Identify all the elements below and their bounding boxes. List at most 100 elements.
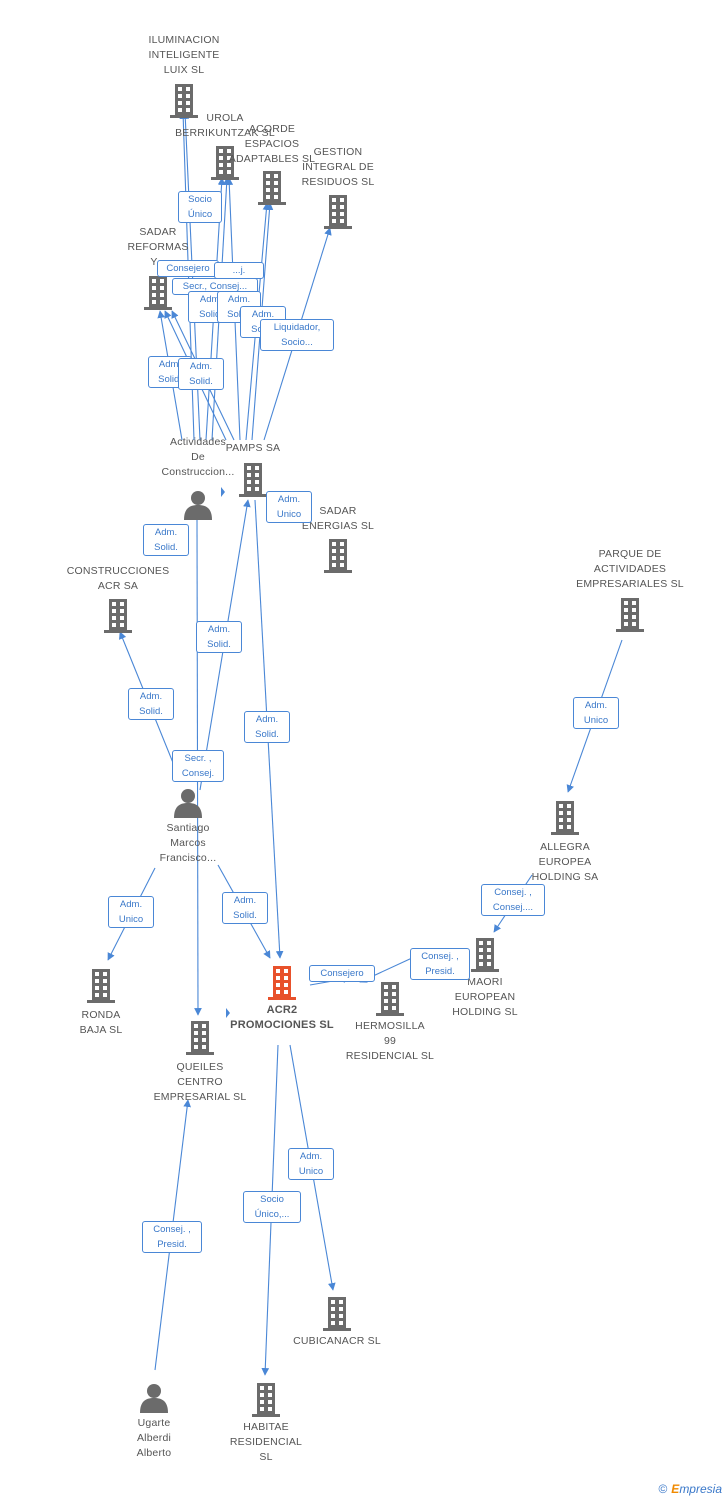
node-label-line: BERRIKUNTZAK SL	[175, 127, 275, 139]
relation-label-line: Solid.	[207, 639, 231, 650]
company-icon[interactable]	[323, 1297, 351, 1331]
nodes-layer	[87, 84, 644, 1417]
company-icon[interactable]	[104, 599, 132, 633]
node-label-line: UROLA	[206, 112, 244, 124]
relation-label-line: Adm.	[199, 294, 223, 305]
relation-label[interactable]: Adm.Solid.	[178, 358, 224, 390]
node-label-line: EUROPEAN	[454, 991, 516, 1003]
relation-label[interactable]: Adm.Unico	[573, 697, 619, 729]
company-icon[interactable]	[252, 1383, 280, 1417]
relation-label-line: Adm.	[207, 624, 231, 635]
node-label-line: RESIDENCIAL SL	[345, 1050, 435, 1062]
relation-label[interactable]: Adm.Solid.	[143, 524, 189, 556]
node-label-sadar_reformas[interactable]: SADARREFORMASY...	[93, 225, 223, 270]
relation-label-line: Secr., Consej...	[182, 281, 248, 292]
node-label-line: LUIX SL	[163, 64, 205, 76]
relation-label-line: Consej....	[492, 902, 534, 913]
company-icon[interactable]	[87, 969, 115, 1003]
relation-label[interactable]: Liquidador,Socio...	[260, 319, 334, 351]
node-label-line: Construccion...	[161, 466, 235, 478]
node-label-pamps[interactable]: PAMPS SA	[188, 441, 318, 456]
company-icon[interactable]	[144, 276, 172, 310]
relation-label[interactable]: Consej. ,Presid.	[410, 948, 470, 980]
relation-label[interactable]: Consej. ,Consej....	[481, 884, 545, 916]
relation-label[interactable]: Adm.Solid.	[128, 688, 174, 720]
node-label-line: ESPACIOS	[244, 138, 300, 150]
node-label-line: RESIDENCIAL	[229, 1436, 303, 1448]
node-label-line: HOLDING SL	[452, 1006, 518, 1018]
relation-label[interactable]: ...j.	[214, 262, 264, 279]
node-label-line: ADAPTABLES SL	[228, 153, 316, 165]
expand-marker-icon[interactable]	[226, 1008, 230, 1018]
node-label-line: RESIDUOS SL	[301, 176, 375, 188]
relation-label-line: Socio	[260, 1194, 284, 1205]
node-label-line: ILUMINACION	[148, 34, 220, 46]
empresia-logo[interactable]: ©Empresia	[658, 1482, 722, 1496]
relation-label[interactable]: Adm. Solid.	[196, 621, 242, 653]
relation-label[interactable]: Consejero	[309, 965, 375, 982]
relation-label-line: Consej.	[181, 768, 215, 779]
relation-label-line: Adm.	[584, 700, 608, 711]
relation-label[interactable]: Secr. ,Consej.	[172, 750, 224, 782]
relation-label[interactable]: Consejero	[157, 260, 219, 277]
node-label-line: Santiago	[166, 822, 210, 834]
node-label-line: Actividades	[170, 436, 226, 448]
company-icon[interactable]	[324, 195, 352, 229]
company-icon[interactable]	[186, 1021, 214, 1055]
company-icon[interactable]	[324, 539, 352, 573]
node-label-cubicanacr[interactable]: CUBICANACR SL	[272, 1334, 402, 1349]
node-label-line: ACTIVIDADES	[593, 563, 667, 575]
node-label-line: ALLEGRA	[540, 841, 590, 853]
expand-marker-icon[interactable]	[221, 487, 225, 497]
node-label-line: Alberdi	[136, 1432, 172, 1444]
relation-label[interactable]: Adm.Solid.	[244, 711, 290, 743]
node-label-line: SADAR	[319, 505, 357, 517]
company-icon[interactable]	[616, 598, 644, 632]
node-label-line: CONSTRUCCIONES	[66, 565, 170, 577]
node-label-line: De	[191, 451, 205, 463]
node-label-line: PROMOCIONES SL	[230, 1019, 334, 1031]
node-label-urola[interactable]: UROLA BERRIKUNTZAK SL	[160, 111, 290, 141]
node-label-line: Marcos	[170, 837, 206, 849]
relation-label-line: Presid.	[157, 1239, 187, 1250]
relation-label-line: Solid.	[158, 374, 182, 385]
node-label-sadar_energias[interactable]: SADAR ENERGIAS SL	[273, 504, 403, 534]
relation-label[interactable]: Adm.Unico	[108, 896, 154, 928]
node-label-line: BAJA SL	[79, 1024, 123, 1036]
relation-label-line: Consejero	[320, 968, 364, 979]
node-label-line: HOLDING SA	[531, 871, 599, 883]
node-label-line: Alberto	[136, 1447, 172, 1459]
node-label-line: ENERGIAS SL	[301, 520, 375, 532]
node-label-line: PAMPS SA	[225, 442, 281, 454]
company-icon[interactable]	[268, 966, 296, 1000]
relation-label-line: Adm.	[299, 1151, 323, 1162]
company-icon[interactable]	[551, 801, 579, 835]
company-icon[interactable]	[471, 938, 499, 972]
person-icon[interactable]	[184, 491, 212, 520]
person-icon[interactable]	[140, 1384, 168, 1413]
relation-label[interactable]: Adm.Unico	[266, 491, 312, 523]
relation-label[interactable]: Adm.Unico	[288, 1148, 334, 1180]
node-label-line: SADAR	[139, 226, 177, 238]
relation-label[interactable]: Consej. ,Presid.	[142, 1221, 202, 1253]
relation-label[interactable]: Adm.Solid.	[222, 892, 268, 924]
company-icon[interactable]	[376, 982, 404, 1016]
relation-label-line: Solid.	[255, 729, 279, 740]
